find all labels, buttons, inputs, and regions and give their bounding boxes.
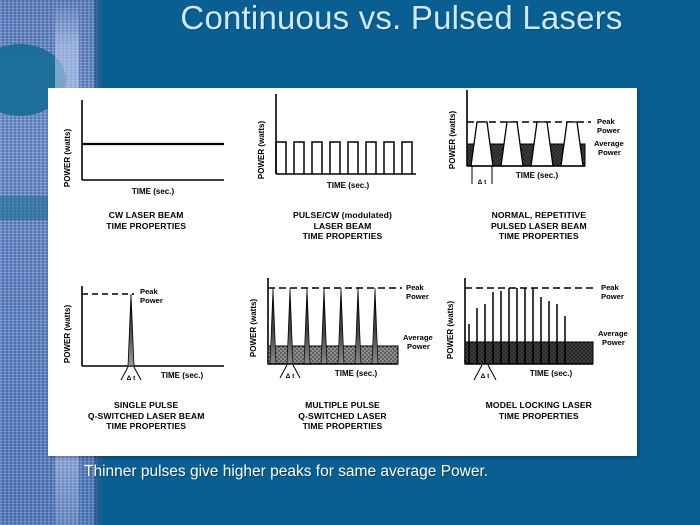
panel-pulse-cw-modulated: POWER (watts) TIME (sec.): [244, 88, 440, 272]
panel-normal-repetitive-pulsed: POWER (watts) Peak Power Average Power: [441, 88, 637, 272]
delta-t-label: Δ t: [127, 375, 137, 382]
caption-line: MODEL LOCKING LASER: [485, 400, 592, 410]
caption-line: Q-SWITCHED LASER BEAM: [87, 410, 205, 421]
chart-multiple-pulse-q-switched: POWER (watts) Peak Powe: [249, 278, 433, 380]
square-pulse-train: [275, 141, 414, 174]
figure-card: POWER (watts) TIME (sec.) CW LASER BEAM …: [48, 88, 637, 456]
peak-power-label: Power: [601, 292, 624, 301]
panel-caption: CW LASER BEAM TIME PROPERTIES: [48, 210, 244, 231]
caption-line: CW LASER BEAM: [108, 210, 184, 220]
delta-t-label: Δ t: [480, 373, 490, 380]
y-axis-label: POWER (watts): [63, 129, 72, 188]
panel-caption: PULSE/CW (modulated) LASER BEAM TIME PRO…: [244, 210, 440, 242]
caption-line: TIME PROPERTIES: [106, 421, 187, 431]
peak-power-label: Power: [406, 292, 429, 301]
peak-power-label: Power: [597, 126, 620, 135]
x-axis-label: TIME (sec.): [161, 371, 204, 380]
y-axis-label: POWER (watts): [257, 121, 266, 180]
delta-t-label: Δ t: [477, 179, 487, 186]
peak-power-label: Peak: [597, 117, 616, 126]
peak-power-label: Peak: [140, 287, 159, 296]
y-axis-label: POWER (watts): [446, 301, 455, 360]
caption-line: NORMAL, REPETITIVE: [491, 210, 587, 220]
peak-power-label: Peak: [601, 283, 620, 292]
peak-power-label: Power: [140, 296, 163, 305]
panel-caption: MULTIPLE PULSE Q-SWITCHED LASER TIME PRO…: [244, 400, 440, 432]
average-power-label: Power: [407, 342, 430, 351]
chart-normal-repetitive-pulsed: POWER (watts) Peak Power Average Power: [448, 90, 624, 186]
caption-line: TIME PROPERTIES: [106, 220, 187, 231]
panel-caption: MODEL LOCKING LASER TIME PROPERTIES: [441, 400, 637, 421]
slide-title: Continuous vs. Pulsed Lasers: [180, 0, 623, 36]
peak-power-label: Peak: [406, 283, 425, 292]
chart-cw-laser-beam: POWER (watts) TIME (sec.): [63, 100, 225, 196]
average-power-band: [464, 341, 594, 365]
panel-grid: POWER (watts) TIME (sec.) CW LASER BEAM …: [48, 88, 637, 456]
average-power-label: Average: [594, 139, 624, 148]
slide-footer-caption: Thinner pulses give higher peaks for sam…: [84, 463, 489, 480]
chart-model-locking-laser: POWER (watts): [446, 278, 628, 381]
panel-model-locking-laser: POWER (watts): [441, 272, 637, 456]
x-axis-label: TIME (sec.): [530, 369, 573, 378]
y-axis-label: POWER (watts): [63, 305, 72, 364]
panel-single-pulse-q-switched: POWER (watts) Peak Power Δ t TIME (sec.)…: [48, 272, 244, 456]
caption-line: TIME PROPERTIES: [498, 410, 579, 421]
caption-line: TIME PROPERTIES: [498, 231, 579, 241]
x-axis-label: TIME (sec.): [132, 187, 175, 196]
caption-line: TIME PROPERTIES: [302, 421, 383, 431]
caption-line: PULSE/CW (modulated): [293, 210, 392, 220]
average-power-label: Power: [602, 338, 625, 347]
panel-cw-laser-beam: POWER (watts) TIME (sec.) CW LASER BEAM …: [48, 88, 244, 272]
average-power-label: Power: [598, 148, 621, 157]
caption-line: Q-SWITCHED LASER: [298, 410, 387, 421]
y-axis-label: POWER (watts): [249, 299, 258, 358]
panel-caption: SINGLE PULSE Q-SWITCHED LASER BEAM TIME …: [48, 400, 244, 432]
caption-line: PULSED LASER BEAM: [490, 220, 587, 231]
caption-line: MULTIPLE PULSE: [305, 400, 380, 410]
y-axis-label: POWER (watts): [448, 111, 457, 170]
x-axis-label: TIME (sec.): [327, 181, 370, 190]
caption-line: LASER BEAM: [313, 220, 372, 231]
panel-multiple-pulse-q-switched: POWER (watts) Peak Powe: [244, 272, 440, 456]
average-power-label: Average: [403, 333, 433, 342]
single-spike-pulse: [127, 293, 135, 367]
chart-single-pulse-q-switched: POWER (watts) Peak Power Δ t TIME (sec.): [63, 286, 225, 382]
caption-line: TIME PROPERTIES: [302, 231, 383, 241]
caption-line: SINGLE PULSE: [114, 400, 179, 410]
mode-locked-spike-train: [468, 288, 566, 364]
spike-pulse-train: [270, 287, 379, 365]
panel-caption: NORMAL, REPETITIVE PULSED LASER BEAM TIM…: [441, 210, 637, 242]
delta-t-label: Δ t: [286, 373, 296, 380]
chart-pulse-cw-modulated: POWER (watts) TIME (sec.): [257, 94, 417, 190]
average-power-label: Average: [598, 329, 628, 338]
x-axis-label: TIME (sec.): [516, 171, 559, 180]
x-axis-label: TIME (sec.): [335, 369, 378, 378]
